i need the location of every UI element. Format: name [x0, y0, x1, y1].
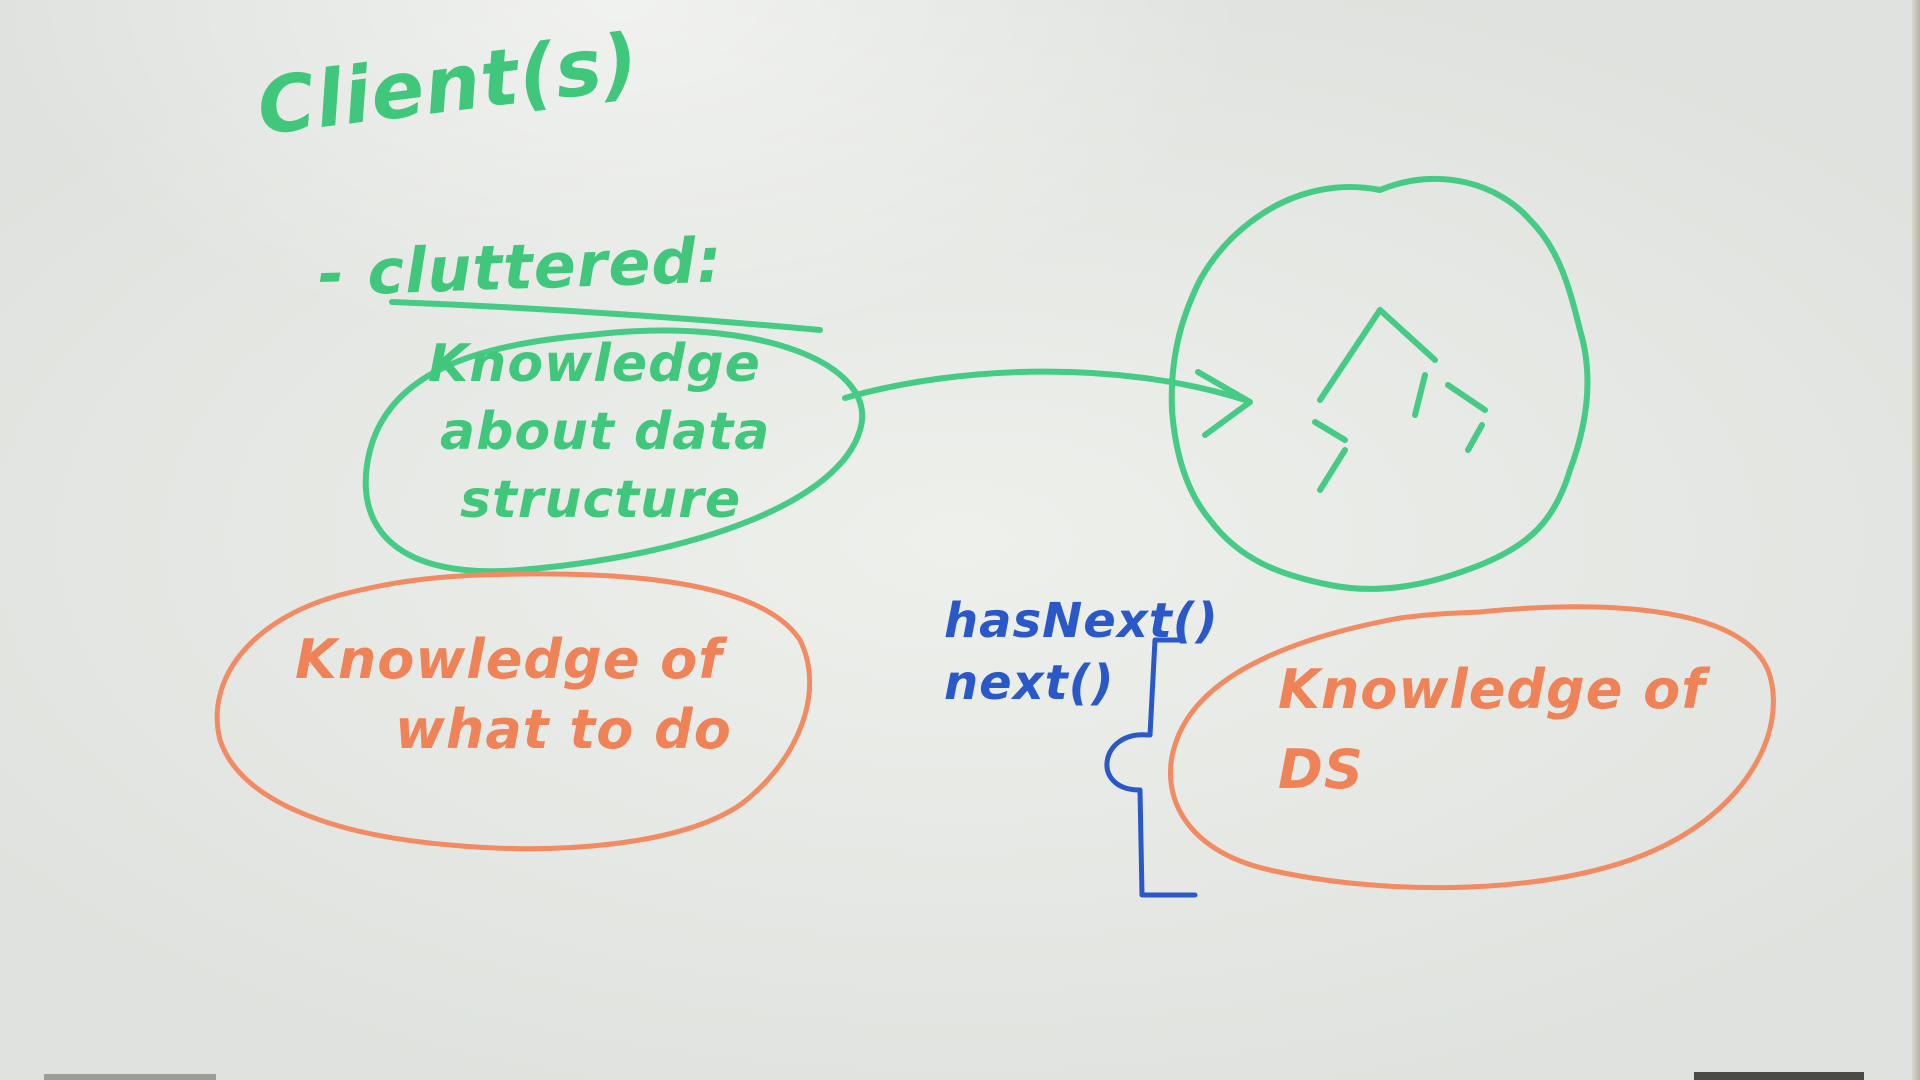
data-structure-blob [1168, 175, 1591, 592]
green-note-line1: Knowledge [428, 334, 761, 394]
hasnext-label: hasNext() [944, 593, 1219, 649]
right-orange-label: Knowledge of DS [1278, 658, 1706, 801]
board-frame-right [1912, 0, 1920, 1080]
arrow-head [1195, 369, 1253, 438]
cluttered-underline [389, 299, 823, 333]
board-tray-right [1694, 1072, 1864, 1080]
next-label: next() [944, 655, 1115, 711]
left-orange-line1: Knowledge of [295, 628, 723, 691]
iterator-bracket [1104, 637, 1198, 898]
cluttered-label: - cluttered: [316, 223, 724, 311]
green-note-line2: about data [440, 402, 771, 462]
green-note-line3: structure [460, 470, 742, 530]
left-orange-note: Knowledge of what to do [295, 625, 765, 785]
right-orange-ellipse [1167, 604, 1776, 891]
cluttered-text: - cluttered: [317, 218, 750, 323]
arrow-line [842, 368, 1248, 403]
left-orange-ellipse [214, 571, 813, 852]
green-ellipse [362, 327, 865, 575]
left-orange-line2: what to do [395, 698, 732, 761]
iterator-methods: hasNext() next() [944, 590, 1234, 730]
right-orange-note: Knowledge of DS [1278, 650, 1738, 801]
board-tray-left [44, 1074, 216, 1080]
tree-icon [1312, 307, 1488, 493]
green-note: Knowledge about data structure [420, 330, 840, 560]
